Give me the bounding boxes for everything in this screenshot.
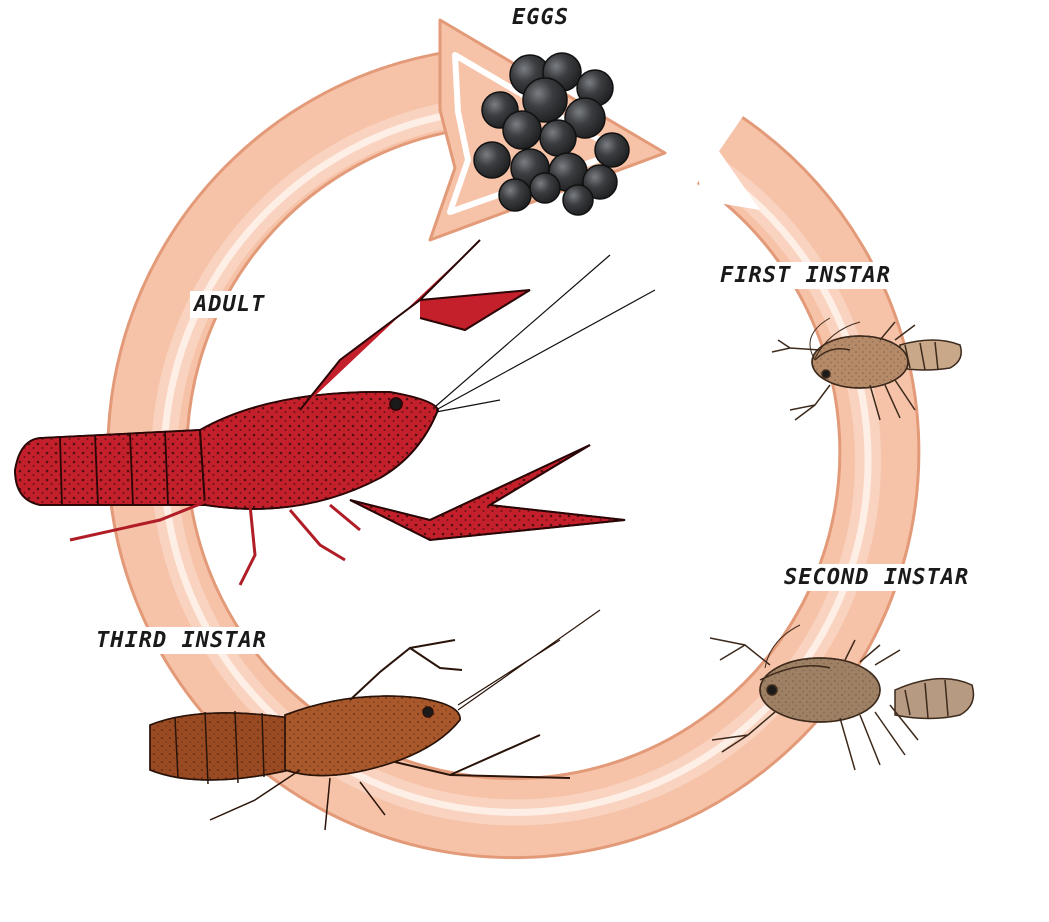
label-second-instar: SECOND INSTAR [780,564,973,591]
label-third-instar: THIRD INSTAR [92,627,271,654]
label-adult: ADULT [190,291,269,318]
label-first-instar: FIRST INSTAR [716,262,895,289]
label-eggs: EGGS [508,4,573,31]
